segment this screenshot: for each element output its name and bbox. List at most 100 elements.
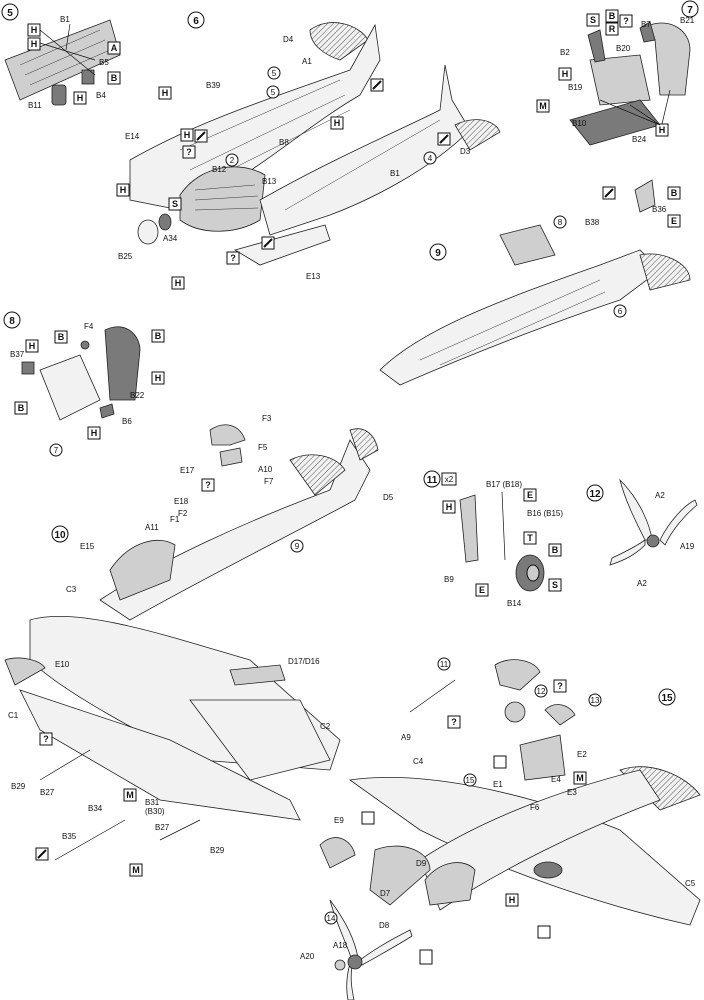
svg-text:R: R <box>609 24 616 34</box>
svg-text:?: ? <box>451 717 457 727</box>
label-a1: A1 <box>302 57 312 66</box>
label-e10: E10 <box>55 660 70 669</box>
sub-step: 11 <box>440 660 449 669</box>
label-b1: B1 <box>60 15 70 24</box>
propeller-blade <box>329 899 359 961</box>
svg-text:B: B <box>155 331 162 341</box>
step-10-group: 10 9 F3 F5 E17 A10 F7 E18 F2 F1 A11 E15 … <box>4 414 394 877</box>
svg-text:E: E <box>479 585 485 595</box>
step-6-group: 6 D4 2 A1 B39 E14 B8 B12 B13 A34 B25 D3 … <box>116 11 501 290</box>
label-e3: E3 <box>567 788 577 797</box>
svg-text:?: ? <box>557 681 563 691</box>
symbol-question: ? <box>553 679 567 693</box>
svg-text:B: B <box>18 403 25 413</box>
label-d7: D7 <box>380 889 391 898</box>
glue-icon <box>419 949 433 965</box>
step-number: 10 <box>54 530 66 541</box>
symbol-h: H <box>171 276 185 290</box>
tailplane-left <box>289 454 346 496</box>
label-c4: C4 <box>413 757 424 766</box>
label-a19: A19 <box>680 542 695 551</box>
symbol-question: ? <box>201 478 215 492</box>
symbol-h: H <box>505 893 519 907</box>
svg-text:S: S <box>172 199 178 209</box>
label-a34: A34 <box>163 234 178 243</box>
symbol-e: E <box>475 583 489 597</box>
glue-icon <box>361 811 375 825</box>
label-d5: D5 <box>383 493 394 502</box>
sub-step: 2 <box>230 156 235 165</box>
symbol-h: H <box>442 500 456 514</box>
label-c2: C2 <box>320 722 331 731</box>
sub-step: 7 <box>54 446 59 455</box>
svg-text:H: H <box>334 118 341 128</box>
svg-text:H: H <box>120 185 127 195</box>
sub-step: 13 <box>591 696 600 705</box>
symbol-b: B <box>107 71 121 85</box>
label-f4: F4 <box>84 322 94 331</box>
symbol-b: B <box>548 543 562 557</box>
label-f6: F6 <box>530 803 540 812</box>
label-a11: A11 <box>145 523 159 532</box>
label-e17: E17 <box>180 466 195 475</box>
part-f4 <box>80 340 90 350</box>
part-b2 <box>587 29 606 63</box>
part-b4 <box>81 69 95 85</box>
label-b27: B27 <box>155 823 170 832</box>
step-number: 8 <box>9 316 15 327</box>
part-e10 <box>4 657 46 686</box>
propeller-blade <box>346 962 355 1000</box>
label-a10: A10 <box>258 465 273 474</box>
svg-text:H: H <box>155 373 162 383</box>
label-b29: B29 <box>11 782 26 791</box>
propeller-blade <box>619 478 653 541</box>
label-d17: D17/D16 <box>288 657 320 666</box>
label-b13: B13 <box>262 177 277 186</box>
step-8-group: 8 7 F4 B37 B22 B6 B B H H B H <box>3 311 165 457</box>
label-e9: E9 <box>334 816 344 825</box>
label-e15: E15 <box>80 542 95 551</box>
label-e13: E13 <box>306 272 321 281</box>
armor-plate-b21 <box>649 22 691 96</box>
label-a2: A2 <box>655 491 665 500</box>
symbol-s: S <box>168 197 182 211</box>
svg-text:H: H <box>446 502 453 512</box>
seat <box>589 54 651 106</box>
label-e14: E14 <box>125 132 140 141</box>
label-a20: A20 <box>300 952 315 961</box>
symbol-e: E <box>523 488 537 502</box>
svg-text:H: H <box>31 25 38 35</box>
sub-step: 6 <box>618 307 623 316</box>
propeller-hub <box>347 954 363 970</box>
label-b35: B35 <box>62 832 77 841</box>
symbol-b: B <box>151 329 165 343</box>
symbol-t: T <box>523 531 537 545</box>
label-b12: B12 <box>212 165 227 174</box>
label-a2: A2 <box>637 579 647 588</box>
label-b24: B24 <box>632 135 647 144</box>
cowling-e15 <box>109 539 176 601</box>
spinner-back <box>137 219 159 245</box>
label-f1: F1 <box>170 515 180 524</box>
label-d3: D3 <box>460 147 471 156</box>
label-b37: B37 <box>10 350 25 359</box>
svg-text:?: ? <box>43 734 49 744</box>
symbol-question: ? <box>619 14 633 28</box>
label-b6: B6 <box>122 417 132 426</box>
step-number: 11 <box>427 475 438 486</box>
symbol-e: E <box>667 214 681 228</box>
label-b22: B22 <box>130 391 145 400</box>
part-b11 <box>51 84 67 106</box>
svg-text:H: H <box>184 130 191 140</box>
hub-a19 <box>646 534 660 548</box>
symbol-s: S <box>548 578 562 592</box>
label-b20: B20 <box>616 44 631 53</box>
part-b6 <box>99 403 115 419</box>
label-e4: E4 <box>551 775 561 784</box>
step-number: 7 <box>687 5 693 16</box>
label-b10: B10 <box>572 119 587 128</box>
symbol-b: B <box>54 330 68 344</box>
symbol-question: ? <box>39 732 53 746</box>
svg-text:E: E <box>527 490 533 500</box>
